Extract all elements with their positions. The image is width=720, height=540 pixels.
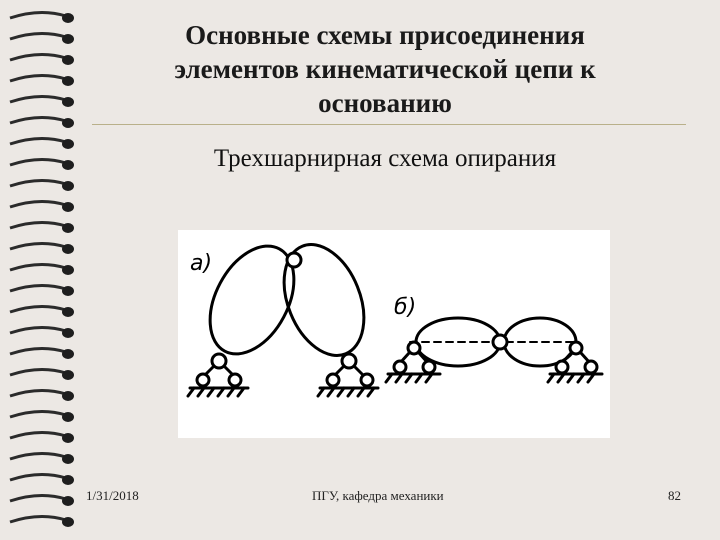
- footer-date: 1/31/2018: [86, 488, 139, 503]
- spiral-ring: [9, 242, 67, 251]
- link-left-a: [208, 244, 296, 356]
- spiral-ring: [9, 410, 67, 419]
- spiral-ring: [9, 95, 67, 104]
- notebook-spiral-binding: [9, 11, 74, 527]
- spiral-ring: [9, 347, 67, 356]
- spiral-ring: [9, 326, 67, 335]
- spiral-ring: [9, 431, 67, 440]
- spiral-hole: [62, 349, 74, 359]
- spiral-ring: [9, 200, 67, 209]
- spiral-ring: [9, 389, 67, 398]
- title-line-1: Основные схемы присоединения: [185, 20, 585, 50]
- spiral-hole: [62, 223, 74, 233]
- spiral-hole: [62, 496, 74, 506]
- spiral-hole: [62, 454, 74, 464]
- footer-department: ПГУ, кафедра механики: [312, 488, 444, 503]
- spiral-ring: [9, 137, 67, 146]
- slide-subtitle: Трехшарнирная схема опирания: [213, 145, 557, 172]
- spiral-hole: [62, 433, 74, 443]
- spiral-ring: [9, 179, 67, 188]
- slide-title: Основные схемы присоединения элементов к…: [100, 18, 670, 120]
- support-left-b: [384, 340, 442, 384]
- spiral-ring: [9, 368, 67, 377]
- spiral-ring: [9, 158, 67, 167]
- spiral-hole: [62, 97, 74, 107]
- spiral-ring: [9, 284, 67, 293]
- spiral-hole: [62, 55, 74, 65]
- spiral-hole: [62, 286, 74, 296]
- spiral-hole: [62, 391, 74, 401]
- spiral-hole: [62, 76, 74, 86]
- spiral-hole: [62, 265, 74, 275]
- middle-hinge-b: [491, 333, 509, 351]
- spiral-ring: [9, 32, 67, 41]
- support-left-a: [186, 352, 250, 398]
- spiral-ring: [9, 74, 67, 83]
- footer-page-number: 82: [668, 488, 681, 503]
- title-line-3: основанию: [318, 88, 452, 118]
- support-right-b: [546, 340, 604, 384]
- spiral-hole: [62, 202, 74, 212]
- spiral-hole: [62, 244, 74, 254]
- spiral-hole: [62, 475, 74, 485]
- spiral-hole: [62, 181, 74, 191]
- spiral-hole: [62, 13, 74, 23]
- spiral-hole: [62, 307, 74, 317]
- spiral-hole: [62, 412, 74, 422]
- figure-label-b: б): [394, 295, 416, 320]
- spiral-ring: [9, 11, 67, 20]
- spiral-ring: [9, 53, 67, 62]
- spiral-ring: [9, 116, 67, 125]
- top-hinge-a: [285, 251, 303, 269]
- spiral-hole: [62, 517, 74, 527]
- title-divider: [92, 124, 686, 125]
- spiral-ring: [9, 263, 67, 272]
- spiral-ring: [9, 221, 67, 230]
- spiral-hole: [62, 118, 74, 128]
- spiral-hole: [62, 34, 74, 44]
- spiral-hole: [62, 139, 74, 149]
- spiral-hole: [62, 160, 74, 170]
- spiral-ring: [9, 473, 67, 482]
- kinematic-scheme-figure: а): [178, 230, 610, 438]
- kinematic-scheme-drawing: а): [186, 243, 604, 398]
- spiral-ring: [9, 452, 67, 461]
- spiral-hole: [62, 370, 74, 380]
- figure-label-a: а): [190, 251, 212, 276]
- spiral-ring: [9, 515, 67, 524]
- spiral-ring: [9, 305, 67, 314]
- support-right-a: [316, 352, 380, 398]
- title-line-2: элементов кинематической цепи к: [174, 54, 596, 84]
- spiral-ring: [9, 494, 67, 503]
- spiral-hole: [62, 328, 74, 338]
